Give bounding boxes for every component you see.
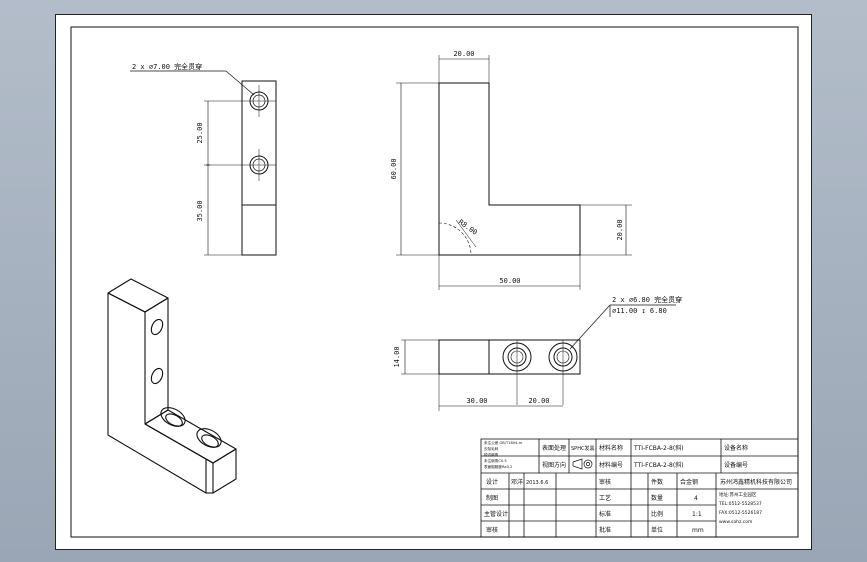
company-address: 地址:苏州工业园区 [719, 491, 757, 498]
bottom-view-dim-hole2: 20.00 [528, 397, 549, 405]
front-view [396, 55, 632, 290]
row-1-name: 邓洋 [511, 478, 523, 486]
count-value: 4 [694, 495, 698, 502]
row-4-role: 审核 [486, 526, 498, 534]
front-view-outline [438, 82, 581, 256]
front-view-dim-height: 60.00 [390, 158, 398, 179]
row-4-check: 批准 [599, 526, 611, 534]
front-view-dim-width: 50.00 [499, 277, 520, 285]
note-4: 未注倒角C0.5 [484, 458, 507, 463]
scale-label: 比例 [651, 510, 663, 518]
projection-label: 视图方向 [542, 461, 566, 469]
bottom-view-dim-hole1: 30.00 [466, 397, 487, 405]
front-view-radius-arc [438, 222, 472, 256]
front-view-dim-top: 20.00 [453, 50, 474, 58]
qty-label: 件数 [651, 478, 663, 486]
row-3-check: 标准 [599, 510, 611, 518]
number-value: TTI-FCBA-2-8(斜) [633, 461, 684, 469]
row-2-role: 制图 [486, 494, 498, 502]
bottom-view [401, 304, 676, 411]
unit-label: 单位 [651, 526, 663, 534]
material-value: TTI-FCBA-2-8(斜) [633, 444, 684, 452]
front-view-dim-radius: R8.00 [457, 218, 479, 237]
bottom-view-dim-height: 14.00 [393, 346, 401, 367]
bottom-view-callout-2: ∅11.00 ↧ 6.80 [612, 307, 667, 315]
surface-value: SPHC发黑 [571, 445, 594, 452]
front-view-dim-step: 20.00 [616, 219, 624, 240]
row-2-check: 工艺 [599, 494, 611, 502]
top-view [130, 70, 277, 256]
scale-value: 1:1 [692, 511, 702, 518]
top-view-dim-lower: 35.00 [196, 200, 204, 221]
isometric-view [107, 278, 237, 494]
row-1-role: 设计 [486, 478, 498, 486]
material-extra: 设备名称 [724, 444, 748, 452]
note-3: 锐边倒角 [484, 452, 499, 457]
bottom-view-callout-1: 2 x ∅6.80 完全贯穿 [612, 295, 682, 304]
top-view-dim-upper: 25.00 [196, 122, 204, 143]
title-block: 未注公差 GB/T1804-m 去除毛刺 锐边倒角 未注倒角C0.5 表面粗糙度… [480, 438, 799, 538]
note-1: 未注公差 GB/T1804-m [484, 440, 523, 445]
note-5: 表面粗糙度Ra3.2 [484, 464, 512, 469]
projection-symbol [572, 458, 593, 470]
bottom-view-outline [438, 339, 581, 375]
drawing-canvas: 2 x ∅7.00 完全贯穿 25.00 35.00 [70, 26, 799, 538]
company-tel: TEL:0512-5528537 [718, 501, 762, 507]
drawing-sheet: 2 x ∅7.00 完全贯穿 25.00 35.00 [55, 14, 812, 550]
top-view-callout: 2 x ∅7.00 完全贯穿 [132, 62, 202, 71]
row-1-date: 2013.6.6 [526, 480, 548, 486]
company-web: www.sahz.com [719, 519, 752, 525]
inner-border [70, 26, 799, 538]
top-view-outline [241, 80, 277, 256]
number-extra: 设备编号 [724, 461, 748, 469]
unit-value: mm [692, 527, 704, 534]
company-name: 苏州鸿鑫精机科技有限公司 [720, 478, 792, 486]
material-label: 材料名称 [599, 444, 623, 452]
count-label: 数量 [651, 494, 663, 502]
qty-header: 合金钢 [680, 478, 698, 486]
surface-label: 表面处理 [542, 444, 566, 452]
row-1-check: 审核 [599, 478, 611, 486]
row-3-role: 主管设计 [484, 510, 508, 518]
note-2: 去除毛刺 [484, 446, 499, 451]
number-label: 材料编号 [599, 461, 623, 469]
company-fax: FAX:0512-5526187 [719, 510, 762, 516]
